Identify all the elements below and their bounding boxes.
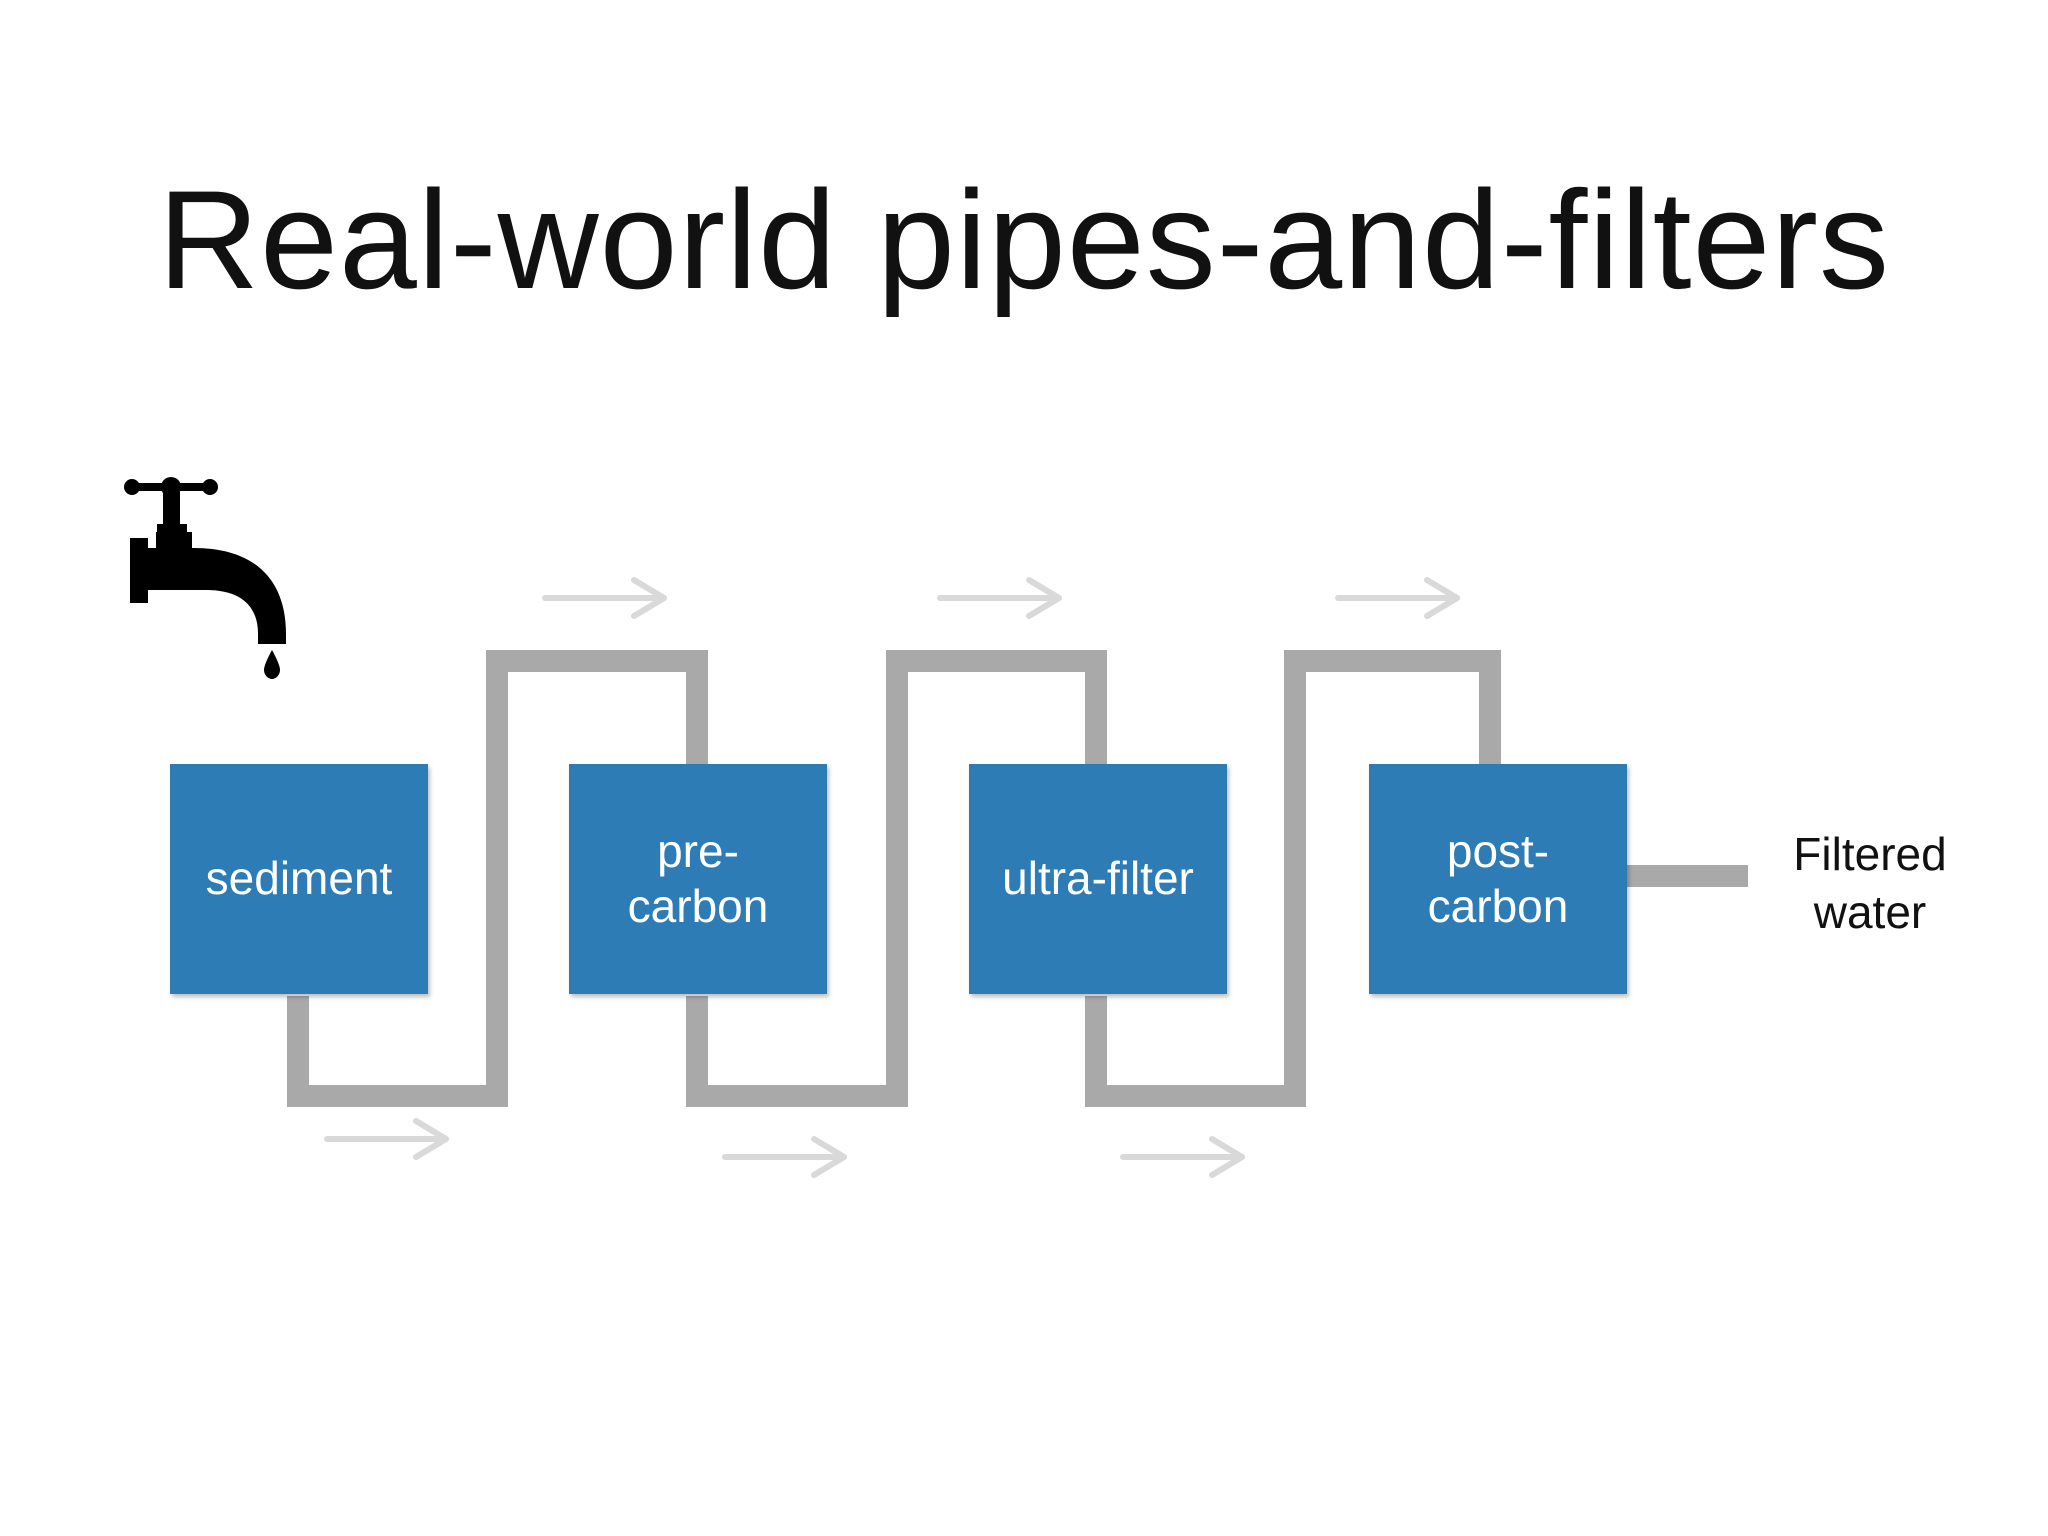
pipe-sediment-to-pre-carbon xyxy=(287,650,708,1107)
arrow-right-icon xyxy=(1335,577,1460,619)
filter-label: sediment xyxy=(205,852,393,905)
filter-label: ultra-filter xyxy=(1002,852,1194,905)
arrow-right-icon xyxy=(722,1136,847,1178)
slide-title: Real-world pipes-and-filters xyxy=(158,161,1890,318)
output-label: Filtered water xyxy=(1793,828,1947,938)
arrow-right-icon xyxy=(542,577,667,619)
arrow-right-icon xyxy=(324,1118,449,1160)
filter-post-carbon: post- carbon xyxy=(1369,764,1627,994)
filter-pre-carbon: pre- carbon xyxy=(569,764,827,994)
pipe-ultra-filter-to-post-carbon xyxy=(1085,650,1501,1107)
filter-ultra-filter: ultra-filter xyxy=(969,764,1227,994)
water-tap-icon xyxy=(124,477,286,679)
arrow-right-icon xyxy=(937,577,1062,619)
pipe-pre-carbon-to-ultra-filter xyxy=(686,650,1107,1107)
filter-label: pre- carbon xyxy=(627,824,769,932)
filter-sediment: sediment xyxy=(170,764,428,994)
arrow-right-icon xyxy=(1120,1136,1245,1178)
filter-label: post- carbon xyxy=(1427,824,1569,932)
